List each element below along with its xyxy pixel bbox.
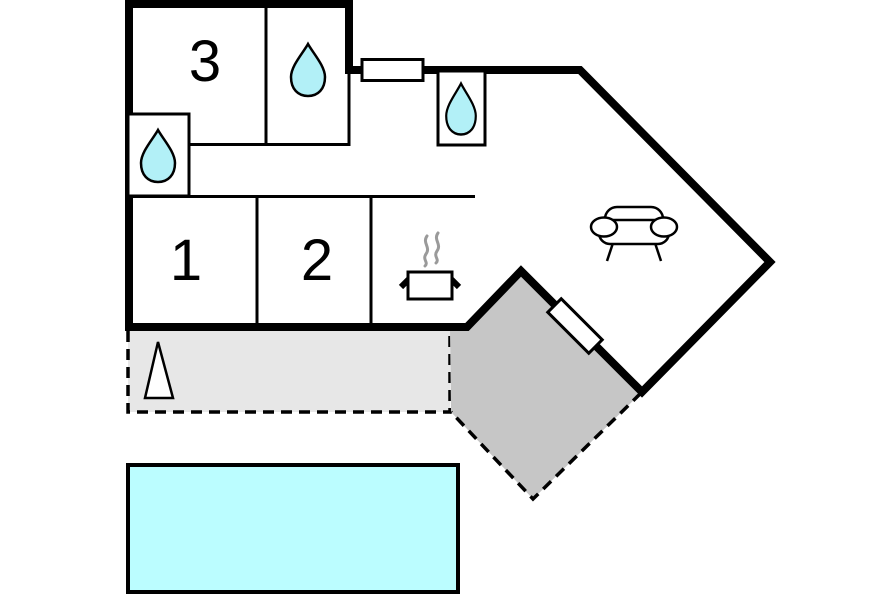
window-icon — [360, 58, 425, 82]
terrace-light-dashed-border — [126, 331, 452, 414]
terrace-dark — [449, 272, 643, 502]
sofa-armrest — [649, 216, 679, 238]
water-drop-icon — [139, 127, 177, 184]
sofa-armrest — [589, 216, 619, 238]
room-label-2: 2 — [301, 228, 333, 293]
sofa-leg — [605, 242, 615, 262]
triangle-icon — [143, 341, 175, 400]
door-icon — [545, 296, 605, 356]
terrace-dark-dashed-border — [449, 391, 643, 502]
terrace-light — [126, 331, 452, 414]
room-label-1: 1 — [170, 228, 202, 293]
pot-body — [406, 270, 454, 301]
water-drop-icon — [445, 80, 477, 136]
terrace-dark-fill — [450, 272, 641, 499]
cooking-pot-icon — [398, 231, 462, 301]
swimming-pool — [126, 463, 460, 594]
steam-icon — [434, 231, 441, 265]
steam-icon — [423, 234, 430, 268]
water-drop-icon — [289, 41, 327, 98]
terrace-light-fill — [128, 331, 450, 412]
room-label-3: 3 — [189, 29, 221, 94]
sofa-leg — [653, 242, 663, 262]
sofa-icon — [589, 205, 679, 262]
